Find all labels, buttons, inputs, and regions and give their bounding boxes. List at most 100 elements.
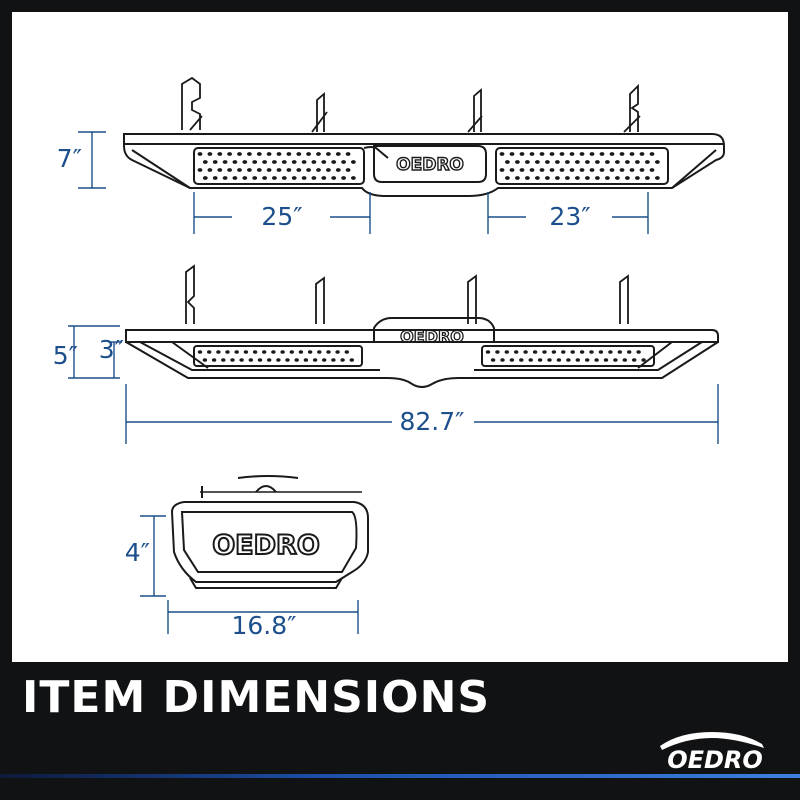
step-hole [589,350,594,354]
step-hole [221,358,226,362]
step-hole [490,358,496,362]
step-hole [529,168,535,172]
step-hole [345,168,351,172]
step-hole [321,160,327,164]
step-hole [316,152,321,156]
step-hole [272,176,277,180]
step-hole [535,176,540,180]
step-hole [349,358,354,362]
step-hole [509,358,515,362]
step-hole [202,176,208,180]
step-hole [599,168,605,172]
step-hole [252,160,258,164]
center-logo-text: OEDRO [396,155,464,175]
step-hole [499,152,505,156]
step-hole [565,176,570,180]
step-hole [322,358,327,362]
step-hole [551,350,557,354]
step-hole [197,350,203,354]
step-hole [262,176,267,180]
step-hole [262,160,267,164]
step-hole [525,176,530,180]
step-hole [212,176,218,180]
step-hole [505,160,510,164]
step-hole [579,168,585,172]
step-hole [585,176,590,180]
step-hole [525,160,530,164]
step-hole [559,168,565,172]
step-hole [556,358,562,362]
step-hole [605,176,610,180]
step-hole [500,358,505,362]
side-logo-text: OEDRO [400,327,464,346]
step-hole [271,350,276,354]
step-hole [555,160,560,164]
step-hole [639,168,645,172]
step-hole [345,152,351,156]
step-hole [266,168,272,172]
step-hole [211,358,217,362]
step-hole [307,350,313,354]
step-hole [227,168,233,172]
step-hole [495,350,500,354]
step-hole [289,350,294,354]
step-hole [519,168,525,172]
end-dimensions [140,515,359,634]
step-hole [549,152,555,156]
step-hole [565,160,570,164]
top-dimensions [78,131,649,234]
step-hole [326,152,331,156]
step-hole [542,350,547,354]
step-hole [335,350,340,354]
step-hole [207,350,212,354]
step-hole [555,176,560,180]
step-hole [603,358,609,362]
step-hole [645,176,650,180]
step-hole [595,176,600,180]
step-hole [629,152,635,156]
step-hole [202,358,208,362]
end-view: OEDRO [170,475,369,589]
step-hole [285,358,290,362]
step-hole [622,358,627,362]
step-hole [509,168,515,172]
side-view: OEDRO [125,264,719,388]
end-board-outline [170,501,369,583]
step-hole [613,358,618,362]
side-board-rail [125,329,719,343]
step-hole [256,168,262,172]
step-hole [539,152,545,156]
step-hole [256,152,262,156]
step-hole [515,160,520,164]
step-hole [280,350,285,354]
step-hole [523,350,528,354]
step-hole [589,168,595,172]
diagram-panel: OEDRO 7″ 25″ 23″ [12,12,788,662]
step-hole [575,176,580,180]
step-hole [227,152,233,156]
step-hole [212,160,218,164]
step-hole [649,152,655,156]
step-hole [559,152,565,156]
step-hole [248,358,253,362]
step-hole [217,152,223,156]
step-hole [585,358,590,362]
step-hole [331,358,336,362]
step-hole [585,160,590,164]
step-hole [625,176,630,180]
step-hole [296,152,302,156]
step-hole [286,168,292,172]
step-hole [321,176,327,180]
step-hole [298,350,304,354]
step-hole [529,152,535,156]
step-hole [291,176,297,180]
page-title: ITEM DIMENSIONS [22,672,491,723]
step-hole [312,358,318,362]
step-hole [639,152,645,156]
step-hole [609,152,615,156]
step-hole [222,176,228,180]
step-hole [294,358,299,362]
step-hole [242,160,248,164]
step-hole [505,176,510,180]
step-hole [306,168,311,172]
